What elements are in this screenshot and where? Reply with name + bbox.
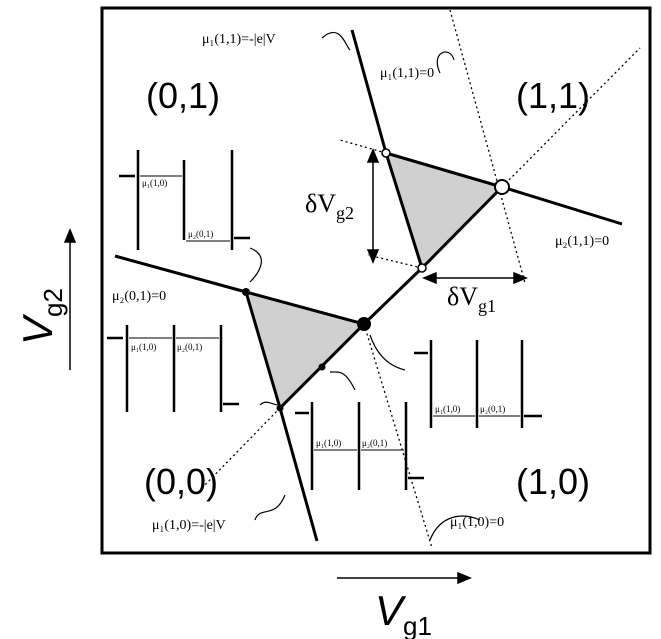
label-dVg1: δVg1 [447,282,496,316]
dotted-mu1-11-0 [449,9,526,284]
region-label-10: (1,0) [516,461,590,502]
level-label-mu1-10-d: μ₁(1,0) [435,404,460,414]
level-label-mu2-01-a: μ₂(0,1) [188,229,213,239]
point-filled-small-bottom [276,404,284,412]
region-label-01: (0,1) [146,75,220,116]
point-filled-small-mid [318,363,326,371]
y-axis-label: Vg2 [14,288,68,345]
level-label-mu1-10-c: μ₁(1,0) [316,438,341,448]
dVg2-dimension [366,148,380,264]
label-mu2-11-0: μ₂(1,1)=0 [555,234,609,249]
level-label-mu1-10-a: μ₁(1,0) [142,178,167,188]
label-dVg2: δVg2 [305,189,354,223]
region-label-11: (1,1) [516,75,590,116]
upper-triangle [383,150,505,271]
dotted-diagonal-lower [199,407,281,491]
line-diagonal-mid [362,266,424,326]
region-label-00: (0,0) [144,461,218,502]
point-open-large [494,179,510,195]
dotted-mu1-10-0 [363,323,433,549]
level-diagram-upper-left [119,150,250,250]
label-mu2-01-0: μ₂(0,1)=0 [112,289,166,304]
x-axis-label: Vg1 [375,587,432,639]
level-label-mu1-10-b: μ₁(1,0) [131,342,156,352]
dotted-diagonal-upper [501,47,641,188]
level-label-mu2-01-d: μ₂(0,1) [480,404,505,414]
level-label-mu2-01-c: μ₂(0,1) [362,438,387,448]
level-diagram-mid-left [107,325,239,412]
label-mu1-10-0: μ₁(1,0)=0 [450,515,504,530]
dotted-upper-ext [339,139,387,154]
line-mu1-10-eV [278,407,319,542]
pointer-arrows [249,31,481,541]
line-mu1-11-eV [350,29,388,154]
point-filled-large [357,317,371,331]
line-mu2-11 [501,185,623,226]
label-mu1-11-eV: μ₁(1,1)=-|e|V [202,32,276,47]
line-mu2-01 [114,254,247,294]
point-filled-small-top [242,288,250,296]
level-diagram-right [414,340,542,428]
plot-frame [100,6,652,555]
point-open-small-bottom [417,263,427,273]
dVg1-dimension [422,271,528,285]
label-mu1-11-0: μ₁(1,1)=0 [380,66,434,81]
point-open-small-top [381,148,391,158]
x-axis-arrow [337,571,472,585]
lower-triangle [243,289,367,411]
level-label-mu2-01-b: μ₂(0,1) [177,342,202,352]
y-axis-arrow [63,228,77,370]
label-mu1-10-eV: μ₁(1,0)=-|e|V [152,518,226,533]
dotted-lower-ext [367,254,423,269]
level-diagram-bottom-mid [295,402,424,490]
